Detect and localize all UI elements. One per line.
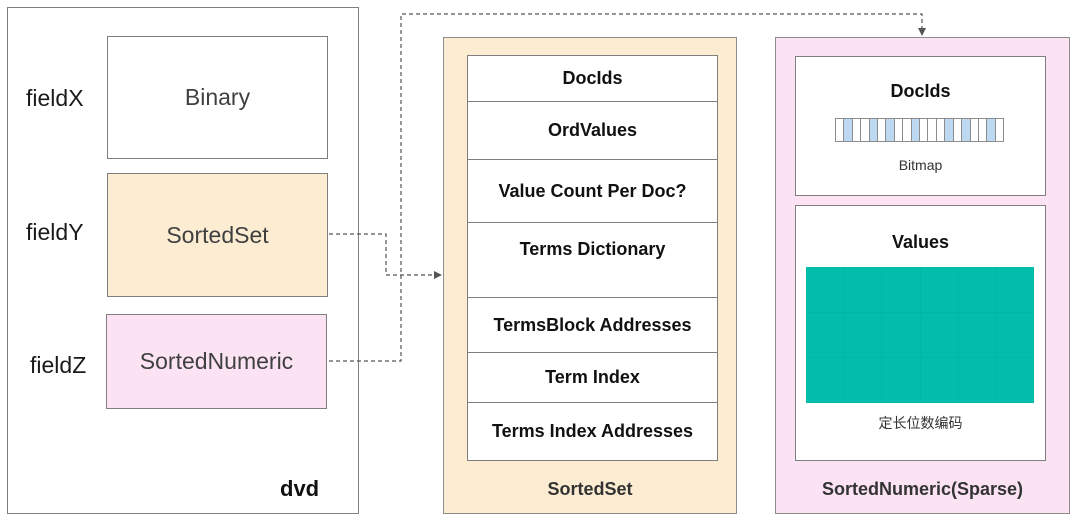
sortedset-row-terms-index-addresses: Terms Index Addresses [491, 421, 694, 441]
values-cell [920, 312, 958, 358]
bitmap-caption: Bitmap [898, 157, 943, 173]
bitmap [835, 118, 1004, 142]
bitmap-cell [962, 119, 971, 141]
bitmap-cell [928, 119, 937, 141]
values-cell [806, 312, 844, 358]
values-cell [806, 358, 844, 403]
sortedset-row-terms-dictionary: Terms Dictionary [468, 223, 717, 298]
binary-box: Binary [107, 36, 328, 159]
bitmap-cell [844, 119, 853, 141]
bitmap-cell [836, 119, 845, 141]
values-cell [844, 267, 882, 312]
sortednumeric-box: SortedNumeric [106, 314, 327, 409]
values-cell [958, 267, 996, 312]
dvd-label: dvd [280, 476, 320, 501]
values-cell [882, 358, 920, 403]
bitmap-cell [869, 119, 879, 141]
bitmap-cell [852, 119, 862, 141]
sortedset-row-docids: DocIds [468, 56, 717, 102]
sortedset-row-value-count: Value Count Per Doc? [468, 160, 717, 223]
values-grid [805, 266, 1035, 404]
sortedset-row-ordvalues: OrdValues [468, 102, 717, 160]
bitmap-cell [995, 119, 1004, 141]
bitmap-cell [903, 119, 912, 141]
bitmap-cell [987, 119, 996, 141]
bitmap-cell [878, 119, 887, 141]
sortedset-caption: SortedSet [547, 478, 633, 499]
values-cell [806, 267, 844, 312]
values-title: Values [891, 232, 950, 252]
values-cell [844, 358, 882, 403]
bitmap-cell [953, 119, 963, 141]
sortedset-row-term-index: Term Index [468, 353, 717, 403]
values-cell [958, 312, 996, 358]
field-label-x: fieldX [26, 85, 84, 111]
values-cell [996, 267, 1034, 312]
bitmap-cell [911, 119, 921, 141]
sortedset-box: SortedSet [107, 173, 328, 297]
bitmap-cell [894, 119, 904, 141]
field-label-y: fieldY [26, 219, 84, 245]
values-cell [996, 312, 1034, 358]
values-cell [882, 312, 920, 358]
bitmap-cell [936, 119, 946, 141]
field-label-z: fieldZ [30, 352, 87, 378]
bitmap-cell [970, 119, 979, 141]
values-caption: 定长位数编码 [878, 415, 963, 431]
sortedset-row-termsblock-addresses: TermsBlock Addresses [468, 298, 717, 353]
values-cell [920, 267, 958, 312]
bitmap-cell [978, 119, 988, 141]
values-cell [958, 358, 996, 403]
bitmap-cell [920, 119, 929, 141]
values-cell [996, 358, 1034, 403]
sortedset-stack: DocIds OrdValues Value Count Per Doc? Te… [467, 55, 718, 461]
values-cell [882, 267, 920, 312]
bitmap-cell [861, 119, 870, 141]
values-cell [920, 358, 958, 403]
values-cell [844, 312, 882, 358]
bitmap-cell [886, 119, 895, 141]
sortednumeric-caption: SortedNumeric(Sparse) [821, 478, 1024, 499]
docids-title: DocIds [890, 81, 951, 101]
bitmap-cell [945, 119, 954, 141]
